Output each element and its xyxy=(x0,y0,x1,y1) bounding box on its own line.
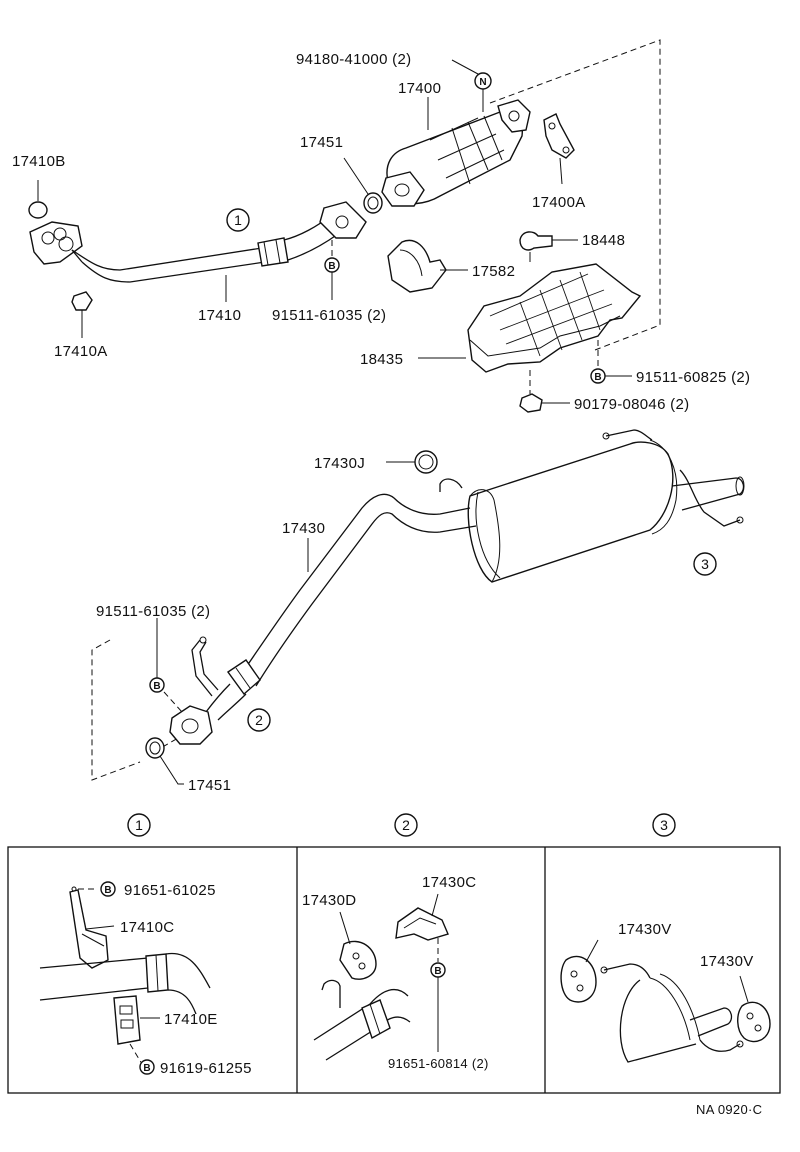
diagram-code: NA 0920·C xyxy=(696,1102,762,1117)
label-18435: 18435 xyxy=(360,351,403,368)
detail-2-drawing xyxy=(313,893,449,1061)
label-17410E: 17410E xyxy=(164,1011,218,1028)
label-17451-upper: 17451 xyxy=(300,134,343,151)
detail-callout-circle-3 xyxy=(652,813,676,837)
label-17430V-left: 17430V xyxy=(618,921,672,938)
label-90179-08046: 90179-08046 (2) xyxy=(574,396,689,413)
label-17400A: 17400A xyxy=(532,194,586,211)
bolt-marker-91511-61035-upper xyxy=(324,240,340,300)
label-94180-41000: 94180-41000 (2) xyxy=(296,51,411,68)
clamp-18448 xyxy=(519,231,578,262)
label-17410B: 17410B xyxy=(12,153,66,170)
marker-letter-b-lower: B xyxy=(153,681,160,692)
marker-letter-b-60825: B xyxy=(594,372,601,383)
label-17430V-right: 17430V xyxy=(700,953,754,970)
gasket-17430J xyxy=(386,450,438,474)
detail-callout-circle-2 xyxy=(394,813,418,837)
detail-callout-number-2: 2 xyxy=(402,817,410,833)
label-91619-61255: 91619-61255 xyxy=(160,1060,252,1077)
bolt-marker-91651-61025 xyxy=(100,881,116,897)
nut-17410A xyxy=(71,291,93,338)
callout-circle-1 xyxy=(226,208,250,232)
bracket-17400A xyxy=(543,113,575,185)
label-17400: 17400 xyxy=(398,80,441,97)
label-91511-60825: 91511-60825 (2) xyxy=(636,369,750,386)
label-17410A: 17410A xyxy=(54,343,108,360)
bolt-marker-91619-61255 xyxy=(139,1059,155,1075)
gasket-17451-upper xyxy=(343,157,383,214)
tail-pipe-17430 xyxy=(169,429,745,745)
detail-3-drawing xyxy=(560,939,771,1063)
label-91511-61035-lower: 91511-61035 (2) xyxy=(96,603,210,620)
label-17430D: 17430D xyxy=(302,892,356,909)
gasket-17410B xyxy=(28,201,48,219)
bracket-17582 xyxy=(387,239,468,293)
marker-letter-b-61255: B xyxy=(143,1063,150,1074)
label-17430: 17430 xyxy=(282,520,325,537)
detail-box-frame xyxy=(7,846,781,1094)
callout-number-2: 2 xyxy=(255,712,263,728)
label-17410: 17410 xyxy=(198,307,241,324)
detail-callout-number-1: 1 xyxy=(135,817,143,833)
bolt-dash-line xyxy=(163,691,183,713)
label-91511-61035-upper: 91511-61035 (2) xyxy=(272,307,386,324)
label-17451-lower: 17451 xyxy=(188,777,231,794)
front-exhaust-pipe-17410 xyxy=(29,201,367,283)
callout-circle-3 xyxy=(693,552,717,576)
gasket-17451-lower xyxy=(145,737,184,785)
converter-group-boundary xyxy=(489,39,661,351)
flange-group-boundary xyxy=(91,639,141,781)
marker-letter-b-upper: B xyxy=(328,261,335,272)
detail-callout-number-3: 3 xyxy=(660,817,668,833)
detail-callout-circle-1 xyxy=(127,813,151,837)
label-17430J: 17430J xyxy=(314,455,365,472)
bolt-marker-91511-61035-lower xyxy=(149,618,165,693)
heat-insulator-18435 xyxy=(418,263,642,373)
label-17582: 17582 xyxy=(472,263,515,280)
catalytic-converter-17400 xyxy=(381,99,531,207)
detail-1-drawing xyxy=(39,886,211,1065)
marker-letter-b-60814: B xyxy=(434,966,441,977)
marker-letter-b-61025: B xyxy=(104,885,111,896)
nut-marker-94180 xyxy=(451,59,492,112)
marker-letter-n: N xyxy=(479,77,486,88)
bolt-marker-91651-60814 xyxy=(430,962,446,978)
nut-90179-08046 xyxy=(519,370,570,413)
callout-number-1: 1 xyxy=(234,212,242,228)
label-91651-60814: 91651-60814 (2) xyxy=(388,1056,489,1071)
label-17410C: 17410C xyxy=(120,919,174,936)
callout-number-3: 3 xyxy=(701,556,709,572)
label-91651-61025: 91651-61025 xyxy=(124,882,216,899)
label-17430C: 17430C xyxy=(422,874,476,891)
callout-circle-2 xyxy=(247,708,271,732)
bolt-marker-91511-60825 xyxy=(590,340,632,384)
label-18448: 18448 xyxy=(582,232,625,249)
